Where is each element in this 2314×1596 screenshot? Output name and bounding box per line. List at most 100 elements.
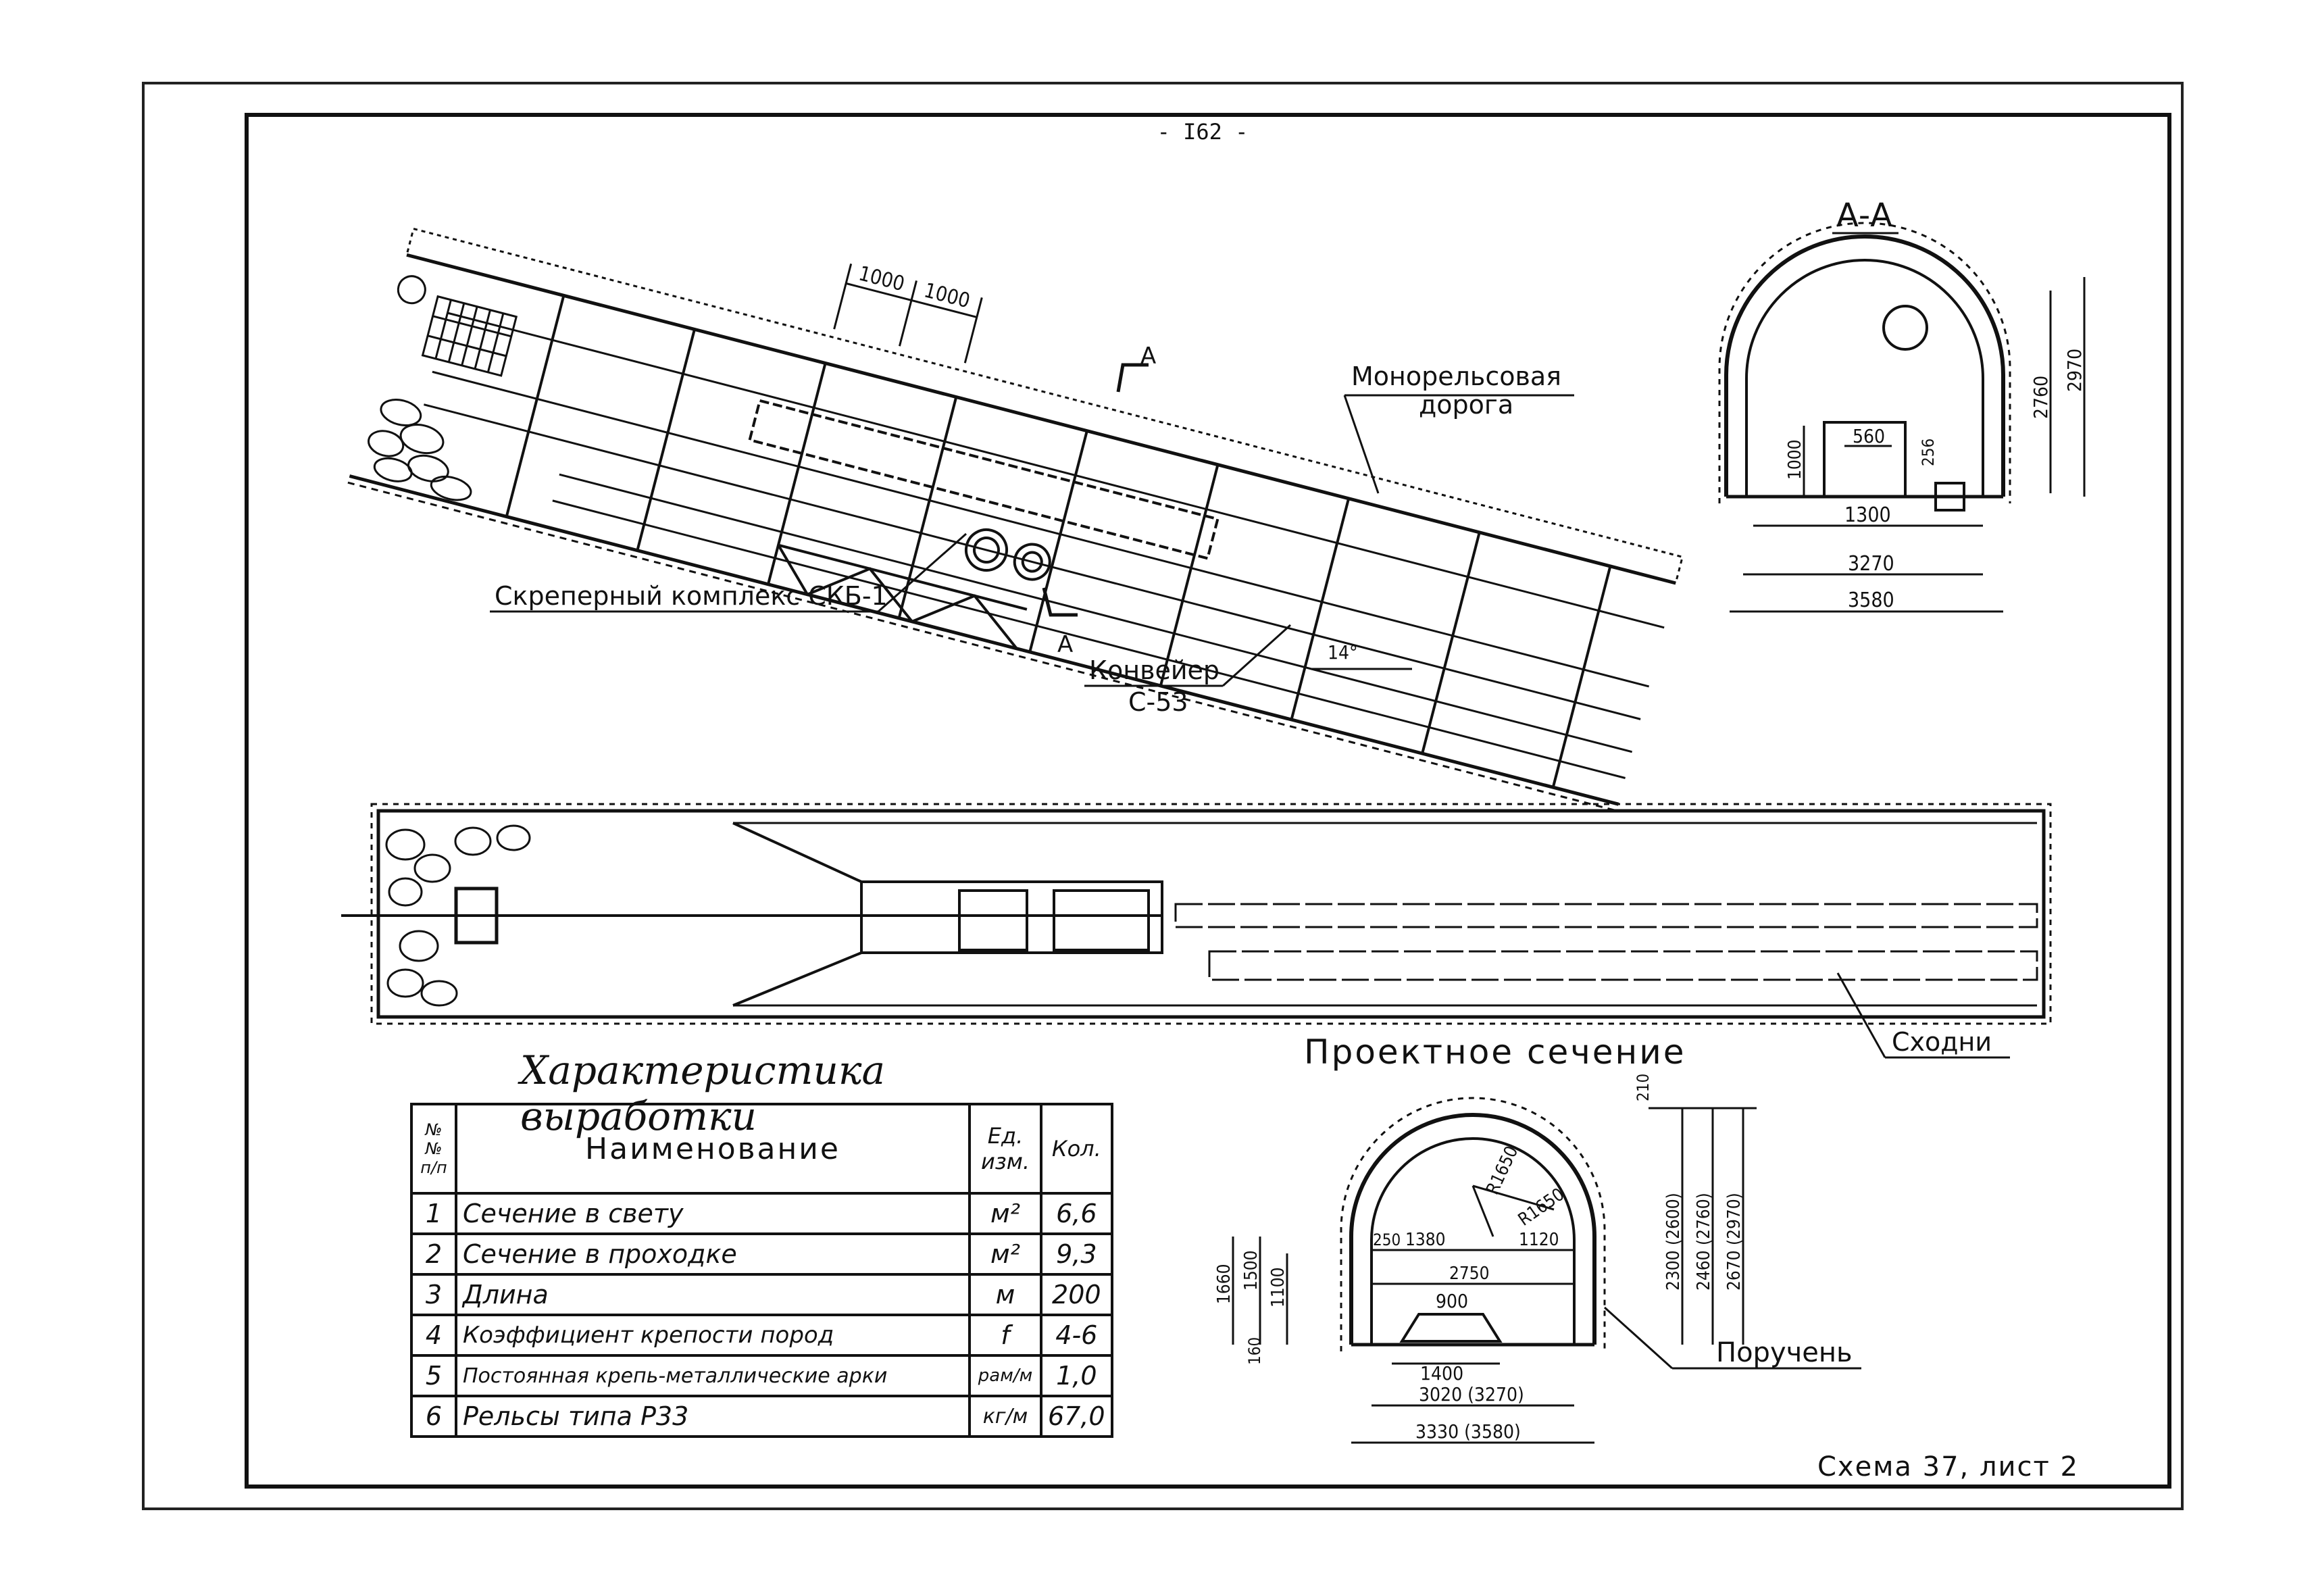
conveyor-label-2: С-53 [1128,687,1188,717]
ds-dim-900: 900 [1436,1290,1468,1312]
monorail-beam [748,399,1219,560]
aa-dim-2970: 2970 [2063,349,2086,392]
ds-dim-1660: 1660 [1214,1264,1234,1304]
section-aa-title: А-А [1836,197,1892,234]
row-unit: кг/м [968,1395,1042,1438]
conveyor-lines [424,311,1665,779]
table-row: 2 Сечение в проходке м² 9,3 [410,1232,1113,1276]
face-rock-pile [368,399,472,501]
support-arches [505,295,1612,788]
scraper-leader-slant [878,532,967,613]
inclined-longitudinal-view: 1000 1000 [347,227,1684,812]
aa-dim-1000: 1000 [1785,439,1805,480]
winch-drums [964,528,1051,581]
aa-dim-3580: 3580 [1848,589,1894,612]
header-unit: Ед. изм. [968,1103,1042,1195]
row-qty: 1,0 [1040,1354,1113,1397]
header-no: №№ п/п [410,1103,457,1195]
design-section-dims [1232,1107,1757,1444]
handrail-label: Поручень [1716,1337,1853,1368]
conveyor-leader-slant [1222,624,1292,687]
roof-line [406,253,1676,585]
outer-frame [142,82,2184,1510]
row-no: 4 [410,1314,457,1357]
stairs-label: Сходни [1892,1027,1992,1057]
row-name: Сечение в проходке [455,1232,971,1276]
section-mark-top-letter: А [1140,343,1156,370]
aa-dim-1300: 1300 [1844,503,1891,527]
ds-dim-r1650-b: R1650 [1515,1184,1568,1230]
ds-dim-250: 250 [1373,1230,1401,1249]
section-aa-profile [1718,222,2011,512]
dim-text-1000-b: 1000 [922,278,972,313]
ds-dim-r1650-a: R1650 [1482,1143,1522,1198]
row-no: 6 [410,1395,457,1438]
ds-dim-1120: 1120 [1519,1230,1559,1250]
header-name: Наименование [455,1103,971,1195]
section-aa-dims [1730,277,2086,613]
row-no: 1 [410,1192,457,1235]
inner-frame [245,113,2171,1489]
ds-dim-160: 160 [1245,1337,1264,1365]
ds-dim-3020: 3020 (3270) [1419,1383,1524,1405]
sheet-reference: Схема 37, лист 2 [1817,1451,2079,1482]
design-section-profile [1340,1097,1606,1351]
dim-text-1000-a: 1000 [856,261,907,296]
row-qty: 6,6 [1040,1192,1113,1235]
monorail-leader-slant [1343,395,1380,494]
row-qty: 200 [1040,1273,1113,1316]
ds-dim-3330: 3330 (3580) [1415,1420,1521,1443]
page-number: - I62 - [1157,119,1249,145]
ds-dim-1400: 1400 [1420,1362,1463,1385]
floor-line [349,474,1619,806]
ds-dim-2460: 2460 (2760) [1694,1193,1714,1291]
monorail-label-2: дорога [1419,390,1513,420]
ds-dim-1500: 1500 [1241,1250,1261,1291]
monorail-label-1: Монорельсовая [1351,361,1561,391]
row-qty: 9,3 [1040,1232,1113,1276]
ds-dim-1100: 1100 [1268,1267,1288,1307]
stairs-leader [1836,972,1886,1058]
table-row: 6 Рельсы типа Р33 кг/м 67,0 [410,1395,1113,1438]
design-section-title: Проектное сечение [1304,1032,1686,1072]
row-unit: рам/м [968,1354,1042,1397]
row-no: 2 [410,1232,457,1276]
floor-hatch [347,481,1617,812]
plan-view [341,803,2052,1025]
table-row: 5 Постоянная крепь-металлические арки ра… [410,1354,1113,1397]
aa-dim-256: 256 [1919,439,1938,466]
ds-dim-210: 210 [1634,1074,1653,1101]
table-row: 1 Сечение в свету м² 6,6 [410,1192,1113,1235]
table-header-row: №№ п/п Наименование Ед. изм. Кол. [410,1103,1113,1195]
aa-dim-3270: 3270 [1848,552,1894,576]
row-qty: 4-6 [1040,1314,1113,1357]
row-name: Коэффициент крепости пород [455,1314,971,1357]
section-mark-bottom-letter: А [1057,631,1073,658]
row-no: 5 [410,1354,457,1397]
row-qty: 67,0 [1040,1395,1113,1438]
scraper-truss [777,543,1028,650]
aa-dim-560: 560 [1853,425,1885,447]
row-no: 3 [410,1273,457,1316]
angle-label: 14° [1328,641,1358,664]
scraper-unit [397,275,518,377]
ds-dim-2300: 2300 (2600) [1663,1193,1684,1291]
roof-rock-hatch [405,227,1684,584]
row-unit: м [968,1273,1042,1316]
row-unit: f [968,1314,1042,1357]
row-name: Длина [455,1273,971,1316]
handrail-leader [1603,1306,1674,1370]
section-mark-bottom [1042,587,1078,617]
header-qty: Кол. [1040,1103,1113,1195]
ds-dim-2670: 2670 (2970) [1724,1193,1744,1291]
section-mark-top [1116,363,1149,393]
characteristics-table: №№ п/п Наименование Ед. изм. Кол. 1 Сече… [410,1103,1113,1438]
row-name: Постоянная крепь-металлические арки [455,1354,971,1397]
row-unit: м² [968,1232,1042,1276]
aa-dim-2760: 2760 [2030,376,2052,419]
table-row: 3 Длина м 200 [410,1273,1113,1316]
row-name: Рельсы типа Р33 [455,1395,971,1438]
ds-dim-1380: 1380 [1405,1230,1446,1250]
plan-face-rock [385,824,531,1007]
